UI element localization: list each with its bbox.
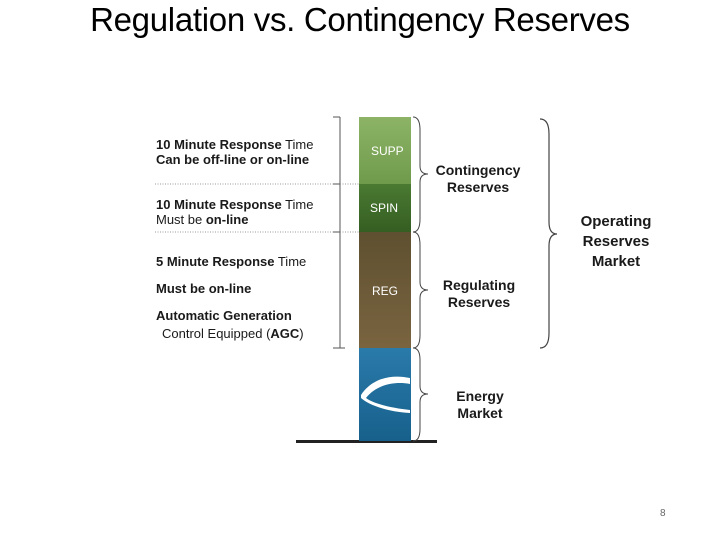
supp-block (359, 117, 411, 184)
slide-title: Regulation vs. Contingency Reserves (90, 1, 630, 38)
energy-brace (412, 347, 429, 442)
page-number: 8 (660, 508, 666, 519)
reg-desc-line2: Must be on-line (156, 281, 252, 296)
regulating-brace (412, 231, 429, 349)
wave-icon (361, 376, 410, 413)
contingency-reserves-label: Contingency Reserves (435, 162, 521, 195)
regulating-reserves-label: Regulating Reserves (442, 277, 516, 310)
reg-block (359, 232, 411, 348)
operating-reserves-label: Operating Reserves Market (580, 213, 652, 270)
operating-brace (539, 118, 558, 349)
energy-market-label: Energy Market (456, 388, 504, 421)
reg-desc-line1: 5 Minute Response Time (156, 254, 307, 269)
left-ticks (333, 116, 345, 349)
spin-label: SPIN (370, 201, 398, 215)
reg-desc-line4: Control Equipped (AGC) (162, 326, 304, 341)
supp-label: SUPP (371, 144, 404, 158)
contingency-brace (412, 116, 429, 233)
spin-block (359, 184, 411, 232)
supp-desc: 10 Minute Response Time Can be off-line … (156, 137, 314, 167)
spin-desc: 10 Minute Response Time Must be on-line (156, 197, 314, 227)
reg-desc-line3: Automatic Generation (156, 308, 292, 323)
reg-label: REG (372, 284, 398, 298)
